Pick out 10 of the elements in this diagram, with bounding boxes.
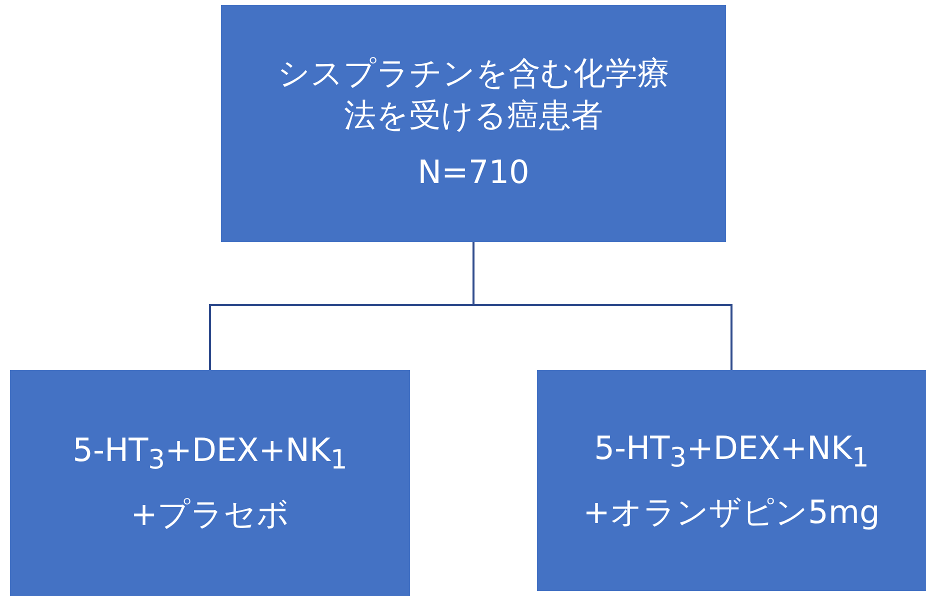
box-label: +オランザピン5mg <box>583 492 880 533</box>
box-label: +プラセボ <box>130 494 290 536</box>
connector-line <box>472 242 732 370</box>
group-box <box>10 370 410 596</box>
box-label: N=710 <box>418 152 530 194</box>
group-box <box>537 370 926 591</box>
group-box <box>221 5 726 242</box>
box-label: 5-HT$_{3}$+DEX+NK$_{1}$ <box>594 428 869 476</box>
box-label: シスプラチンを含む化学療法を受ける癌患者 <box>276 53 670 136</box>
box-label: 5-HT$_{3}$+DEX+NK$_{1}$ <box>72 430 348 478</box>
